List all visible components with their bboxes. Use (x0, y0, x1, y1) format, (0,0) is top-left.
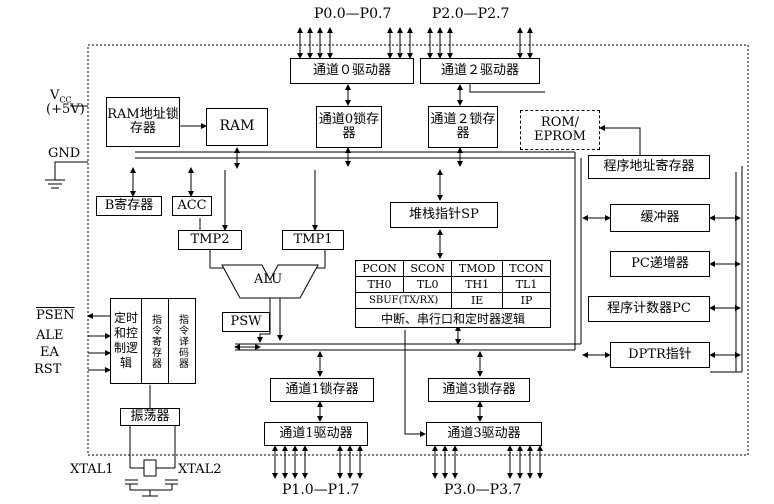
sfr-cell: SCON (403, 260, 453, 277)
b-register: B寄存器 (96, 196, 162, 216)
channel3-driver: 通道3驱动器 (426, 422, 542, 446)
timing-control-logic: 定时和控制逻辑 (111, 299, 142, 383)
xtal1-label: XTAL1 (70, 462, 114, 477)
buffer: 缓冲器 (610, 204, 710, 232)
channel0-latch: 通道0锁存器 (316, 106, 382, 148)
sfr-cell: TL0 (403, 276, 453, 293)
acc: ACC (172, 196, 212, 216)
sfr-cell: IP (502, 292, 551, 309)
xtal2-label: XTAL2 (178, 462, 222, 477)
vcc-value-label: (+5V) (46, 102, 85, 117)
sfr-cell: TH1 (451, 276, 503, 293)
rst-signal: RST (34, 362, 62, 377)
channel3-latch: 通道3锁存器 (428, 378, 530, 402)
ram: RAM (206, 108, 268, 146)
gnd-label: GND (48, 146, 81, 161)
stack-pointer-sp: 堆栈指针SP (390, 202, 498, 228)
instruction-decoder: 指令译码器 (176, 313, 188, 369)
sfr-cell: TMOD (451, 260, 503, 277)
port-p0-label: P0.0—P0.7 (314, 6, 392, 22)
channel2-latch: 通道２锁存器 (428, 106, 498, 148)
chip-boundary (87, 44, 749, 456)
sfr-cell: IE (451, 292, 503, 309)
channel1-driver: 通道1驱动器 (264, 422, 368, 446)
program-address-register: 程序地址寄存器 (588, 155, 710, 179)
port-p1-label: P1.0—P1.7 (282, 482, 360, 498)
instruction-register: 指令寄存器 (142, 299, 169, 383)
alu-label: ALU (254, 272, 283, 287)
ale-signal: ALE (36, 328, 64, 343)
oscillator: 振荡器 (120, 408, 180, 426)
ram-address-latch: RAM地址锁存器 (106, 97, 180, 147)
dptr-pointer: DPTR指针 (610, 342, 710, 368)
sfr-cell: PCON (354, 260, 405, 277)
sfr-table: PCON SCON TMOD TCON TH0 TL0 TH1 TL1 SBUF… (354, 260, 551, 328)
channel2-driver: 通道２驱动器 (420, 58, 540, 84)
sfr-cell: TH0 (354, 276, 405, 293)
ea-signal: EA (40, 345, 59, 360)
sfr-footer: 中断、串行口和定时器逻辑 (355, 308, 551, 328)
sfr-cell: TL1 (502, 276, 551, 293)
control-block: 定时和控制逻辑 指令寄存器 指令译码器 (110, 298, 196, 384)
port-p2-label: P2.0—P2.7 (432, 6, 510, 22)
psen-signal: PSEN (36, 308, 75, 323)
tmp1: TMP1 (282, 230, 344, 250)
channel1-latch: 通道1锁存器 (270, 378, 374, 402)
vcc-label: VCC (50, 88, 72, 105)
channel0-driver: 通道０驱动器 (290, 58, 414, 84)
pc-incrementer: PC递增器 (610, 251, 710, 277)
sfr-cell: TCON (502, 260, 551, 277)
alu-shape (221, 264, 319, 299)
program-counter-pc: 程序计数器PC (588, 296, 710, 322)
psw: PSW (222, 312, 270, 332)
rom-eprom: ROM/ EPROM (520, 110, 600, 150)
tmp2: TMP2 (178, 230, 242, 250)
port-p3-label: P3.0—P3.7 (444, 482, 522, 498)
sfr-cell: SBUF(TX/RX) (354, 292, 453, 309)
